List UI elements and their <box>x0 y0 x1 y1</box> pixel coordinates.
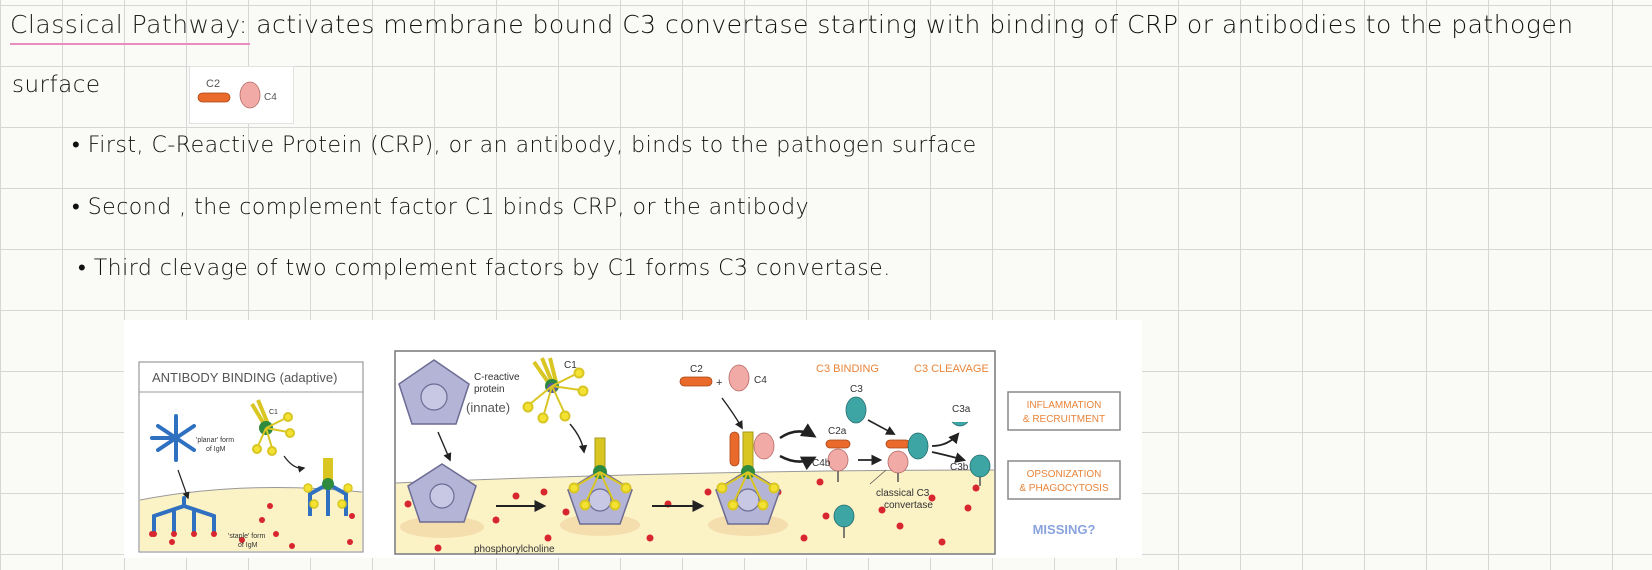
staple-label-1: 'staple' form <box>228 533 265 540</box>
c4b-label: C4b <box>812 458 831 469</box>
planar-label-1: 'planar' form <box>196 437 234 444</box>
innate-label: (innate) <box>466 400 510 415</box>
outcomes-column: INFLAMMATION & RECRUITMENT OPSONIZATION … <box>1007 391 1121 537</box>
planar-label-2: of IgM <box>206 446 226 453</box>
legend-c2-label: C2 <box>206 78 220 90</box>
phosphorylcholine-label: phosphorylcholine <box>474 544 555 555</box>
bullet-first: • First, C-Reactive Protein (CRP), or an… <box>72 133 977 158</box>
legend-image: C2 C4 <box>189 66 294 124</box>
c1-complex-icon <box>522 357 589 424</box>
c3-label: C3 <box>850 384 863 395</box>
bullet-third: • Third clevage of two complement factor… <box>78 256 891 281</box>
crp-c1-bound-icon <box>567 437 633 525</box>
c2-label: C2 <box>690 364 703 375</box>
classical-label-2: convertase <box>884 500 933 511</box>
c2-icon <box>679 376 713 387</box>
crp-pathway-panel: C-reactive protein (innate) <box>394 350 996 555</box>
plus-sign: + <box>716 377 722 389</box>
c4-label: C4 <box>754 375 767 386</box>
crp-pentagon-icon <box>398 359 470 425</box>
main-membrane <box>396 470 994 553</box>
heading-continuation: surface <box>12 72 101 98</box>
legend-c4-label: C4 <box>264 92 277 103</box>
c4-oval-icon <box>239 81 261 109</box>
c4b-icon <box>827 448 849 472</box>
c3b-label: C3b <box>950 462 969 473</box>
antibody-panel-title: ANTIBODY BINDING (adaptive) <box>152 370 337 385</box>
opsonization-label-2: & PHAGOCYTOSIS <box>1019 483 1109 494</box>
c3-binding-header: C3 BINDING <box>816 363 879 375</box>
c2a-icon <box>825 439 851 449</box>
c4-icon <box>728 364 750 392</box>
pathway-figure: ANTIBODY BINDING (adaptive) 'planar' for… <box>124 320 1142 558</box>
c3-icon <box>845 396 867 424</box>
left-bound-complex-icon <box>303 458 353 516</box>
crp-bound-pentagon-icon <box>407 463 477 523</box>
surface-c3b-icon <box>833 504 855 528</box>
inflammation-label-2: & RECRUITMENT <box>1023 414 1105 425</box>
antibody-binding-panel: ANTIBODY BINDING (adaptive) 'planar' for… <box>138 361 364 553</box>
c3b-icon <box>969 454 991 478</box>
crp-c1-c2-c4-complex-icon <box>715 431 781 525</box>
missing-label: MISSING? <box>1033 522 1096 537</box>
planar-igm-icon <box>150 414 196 462</box>
inflammation-box <box>1007 391 1121 431</box>
heading-title: Classical Pathway <box>10 10 239 39</box>
left-surface-dots <box>149 503 355 549</box>
crp-label-1: C-reactive <box>474 372 520 383</box>
crp-label-2: protein <box>474 384 505 395</box>
heading-rest: : activates membrane bound C3 convertase… <box>238 10 1574 39</box>
c2a-label: C2a <box>828 426 847 437</box>
heading-underline <box>10 43 250 45</box>
classical-label-1: classical C3 <box>876 488 930 499</box>
bullet-second: • Second , the complement factor C1 bind… <box>72 195 810 220</box>
left-c1-label: C1 <box>269 409 278 416</box>
c1-label: C1 <box>564 360 577 371</box>
c3a-icon <box>951 421 969 427</box>
left-c1-icon <box>250 399 295 456</box>
main-surface-dots <box>404 478 980 552</box>
opsonization-box <box>1007 460 1121 500</box>
c3-bound-convertase-icon <box>885 432 929 482</box>
inflammation-label-1: INFLAMMATION <box>1027 400 1102 411</box>
c2-pill-icon <box>197 92 231 103</box>
c3-cleavage-header: C3 CLEAVAGE <box>914 363 989 375</box>
notes-heading: Classical Pathway: activates membrane bo… <box>10 10 1574 45</box>
staple-igm-icon <box>152 496 216 534</box>
c3a-label: C3a <box>952 404 971 415</box>
staple-label-2: of IgM <box>238 542 258 549</box>
opsonization-label-1: OPSONIZATION <box>1027 469 1102 480</box>
